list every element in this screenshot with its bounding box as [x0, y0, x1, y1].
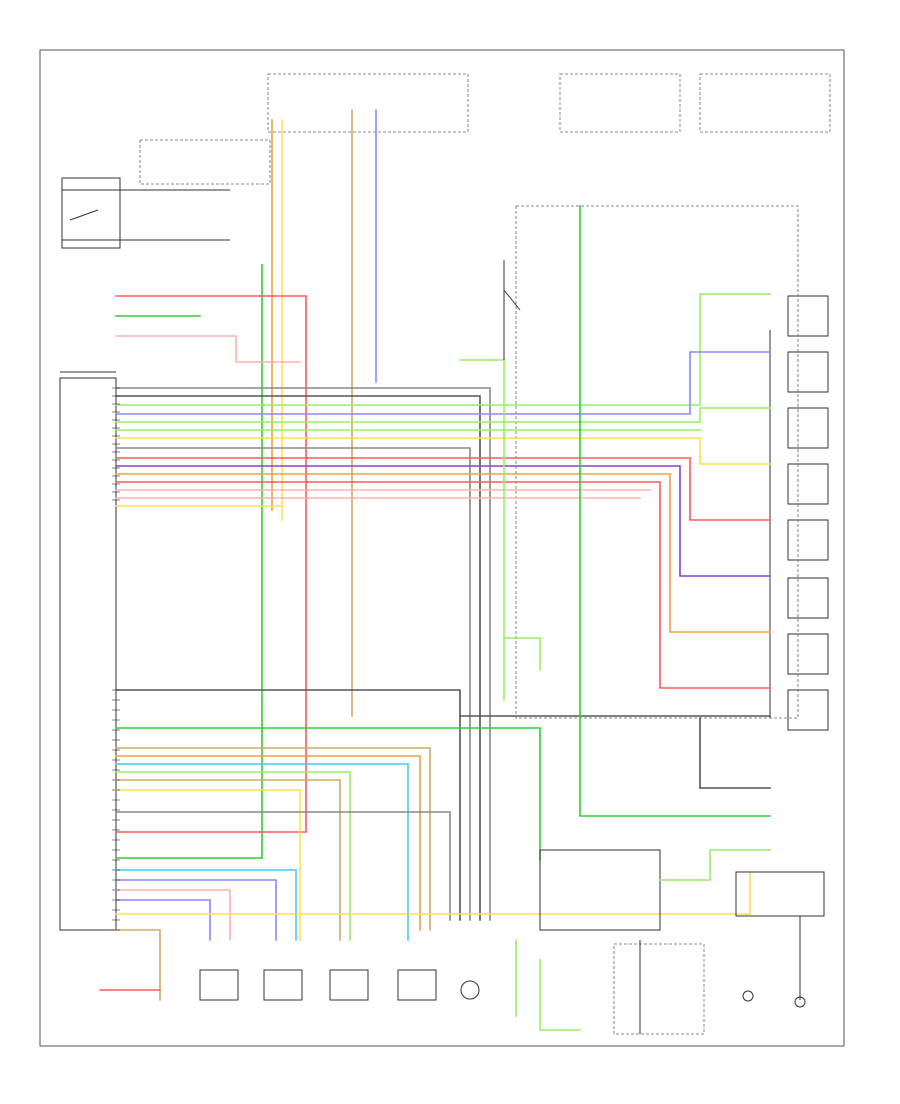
lamp-icon: [742, 990, 754, 1002]
wire-orange-1: [115, 473, 771, 633]
wire-blue-1: [115, 351, 771, 415]
red-power-wires: [115, 295, 307, 833]
wire-green-right: [579, 205, 771, 817]
component-box-7: [787, 633, 829, 675]
wire-lower-cyan: [115, 763, 409, 941]
wire-lightgreen-1: [115, 293, 771, 406]
wire-lower-tan-3: [115, 929, 161, 1001]
component-box-5: [787, 519, 829, 561]
right-column-leads: [459, 205, 771, 817]
wire-lower-gray: [115, 811, 451, 921]
wire-red-main: [115, 295, 307, 833]
middle-harness: [459, 260, 541, 701]
underhood-fuse-box: [267, 73, 469, 133]
component-box-8: [787, 689, 829, 731]
lower-harness-bundle: [99, 689, 751, 1001]
wire-violet-1: [115, 465, 771, 577]
wire-lightgreen-mid-branch: [503, 637, 541, 671]
bottom-speaker-blocks: [199, 969, 480, 1001]
wire-lower-orange: [115, 755, 421, 931]
wire-lower-pink: [115, 889, 231, 941]
component-box-1: [787, 295, 829, 337]
ground-symbol-icon: [460, 980, 480, 1000]
component-box-2: [787, 351, 829, 393]
speaker-block-3: [329, 969, 369, 1001]
dash-module-outline: [515, 205, 799, 719]
wire-darkgray-1: [115, 395, 481, 921]
lamp-icon: [794, 996, 806, 1008]
module-pin-ticks: [112, 387, 120, 931]
wire-gray-2: [115, 447, 471, 921]
hot-at-all-times-fuse-box: [559, 73, 681, 133]
wire-lightgreen-relay: [659, 849, 771, 881]
wire-lower-cyan-2: [115, 869, 297, 941]
top-fuse-boxes: [139, 73, 831, 185]
wire-lower-blue: [115, 879, 277, 941]
control-module-box: [59, 377, 117, 931]
ignition-switch-block: [61, 177, 230, 249]
wire-lower-lightgreen: [115, 771, 351, 941]
hot-in-run-fuse-box: [699, 73, 831, 133]
module-box-lower-right: [735, 871, 825, 917]
diagram-frame: [39, 49, 845, 1047]
switch-module-outline: [613, 943, 705, 1035]
control-module: [59, 371, 117, 931]
wire-yellow-1: [115, 437, 771, 465]
switch-contact-icon: [69, 209, 99, 221]
wire-pink-sensor: [115, 335, 301, 363]
wire-lightgreen-bottom-2: [539, 959, 581, 1031]
upper-harness-bundle: [115, 293, 771, 921]
ignition-switch-box: [61, 177, 121, 249]
wire-lightgreen-2: [115, 407, 771, 423]
speaker-block-1: [199, 969, 239, 1001]
wire-lower-tan-2: [115, 779, 341, 941]
wire-gray-1: [115, 387, 491, 921]
component-box-3: [787, 407, 829, 449]
speaker-block-4: [397, 969, 437, 1001]
lower-right-switches: [515, 849, 825, 1035]
wire-red-2: [115, 481, 771, 689]
component-box-4: [787, 463, 829, 505]
speaker-block-2: [263, 969, 303, 1001]
hot-in-accy-fuse-box: [139, 139, 271, 185]
wire-lower-tan-1: [115, 747, 431, 931]
wire-lower-blue-2: [115, 899, 211, 941]
wire-lower-darkgray: [115, 689, 461, 921]
right-component-column: [769, 295, 829, 731]
wire-lower-green: [115, 727, 541, 861]
switch-contact-icon: [503, 289, 521, 311]
wire-lower-yellow-long: [115, 871, 751, 915]
component-box-6: [787, 577, 829, 619]
wire-red-1: [115, 457, 771, 521]
relay-module-box: [539, 849, 661, 931]
wire-lower-yellow-1: [115, 789, 301, 941]
vertical-feed-wires: [261, 109, 377, 859]
